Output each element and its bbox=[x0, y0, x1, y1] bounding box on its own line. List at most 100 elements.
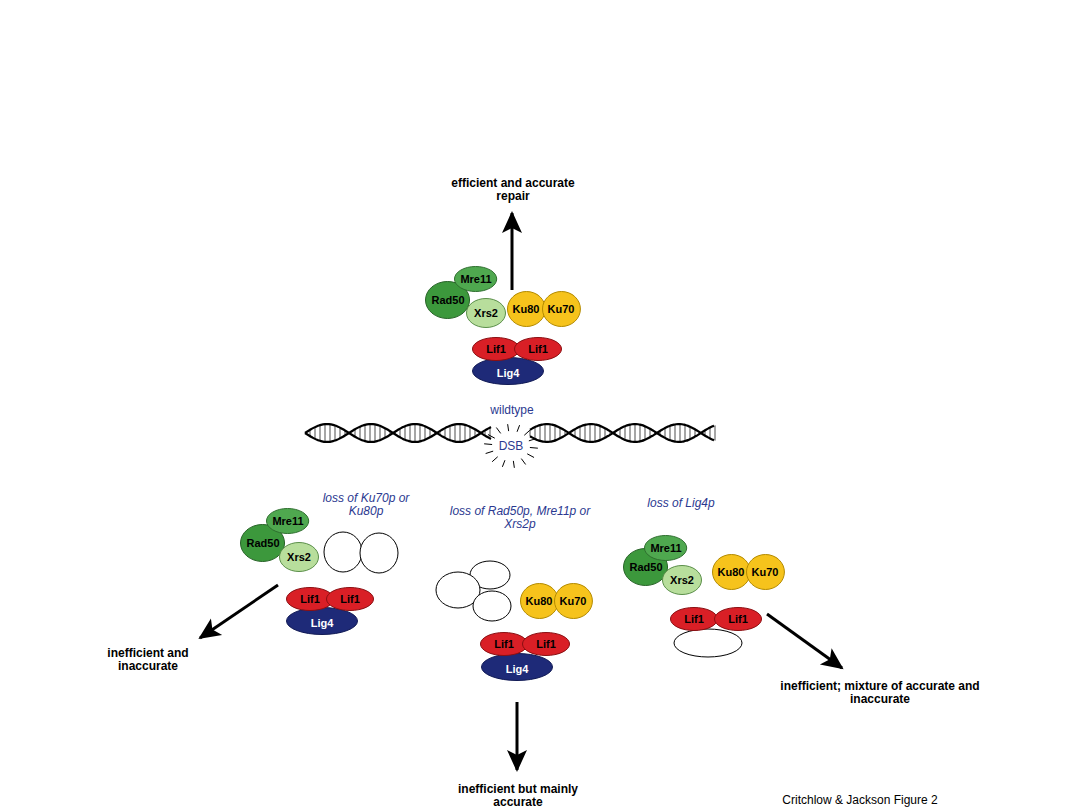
base-pair bbox=[585, 425, 586, 441]
protein-name: Rad50 bbox=[246, 538, 279, 549]
protein-subunit: Lif1 bbox=[670, 607, 718, 631]
protein-name: Lif1 bbox=[300, 594, 320, 605]
protein-subunit: Lif1 bbox=[326, 587, 374, 611]
dna-strand bbox=[530, 424, 714, 442]
base-pair bbox=[595, 424, 596, 441]
protein-name: Lif1 bbox=[494, 639, 514, 650]
base-pair bbox=[410, 425, 411, 442]
protein-subunit: Ku70 bbox=[542, 291, 581, 327]
protein-ellipse bbox=[455, 267, 497, 292]
protein-subunit: Ku80 bbox=[507, 291, 546, 327]
protein-ellipse bbox=[523, 633, 570, 656]
protein-ellipse bbox=[241, 525, 285, 562]
base-pair bbox=[550, 424, 551, 442]
protein-ellipse bbox=[515, 338, 562, 361]
base-pair bbox=[590, 424, 591, 442]
base-pair bbox=[690, 427, 691, 440]
protein-ellipse bbox=[746, 555, 784, 590]
protein-name: Lif1 bbox=[684, 614, 704, 625]
outcome-label: inefficient and inaccurate bbox=[98, 647, 198, 672]
base-pair bbox=[445, 428, 446, 438]
base-pair bbox=[325, 424, 326, 442]
protein-ellipse bbox=[473, 338, 520, 361]
protein-ellipse bbox=[287, 608, 358, 635]
protein-ellipse bbox=[712, 555, 750, 590]
protein-subunit: Lif1 bbox=[714, 607, 762, 631]
burst-ray bbox=[492, 457, 498, 462]
protein-ellipse bbox=[663, 566, 702, 595]
protein-name: Xrs2 bbox=[474, 308, 498, 319]
protein-subunit: Lif1 bbox=[472, 337, 520, 361]
protein-name: Lif1 bbox=[528, 344, 548, 355]
outcome-arrows bbox=[200, 213, 842, 770]
protein-ellipse bbox=[520, 584, 558, 619]
base-pair bbox=[335, 425, 336, 440]
base-pair bbox=[460, 424, 461, 442]
base-pair bbox=[380, 426, 381, 440]
protein-name: Lif1 bbox=[486, 344, 506, 355]
arrow-lig4-loss bbox=[767, 614, 842, 668]
base-pair bbox=[455, 424, 456, 441]
base-pair bbox=[370, 424, 371, 442]
missing-xrs2 bbox=[473, 591, 511, 621]
missing-ku70 bbox=[360, 533, 398, 573]
protein-ellipse bbox=[554, 584, 592, 619]
protein-subunit: Lif1 bbox=[522, 632, 570, 656]
base-pair bbox=[545, 424, 546, 442]
protein-name: Lig4 bbox=[311, 618, 334, 629]
base-pair bbox=[625, 426, 626, 440]
burst-ray bbox=[530, 447, 538, 449]
figure-caption: Critchlow & Jackson Figure 2 bbox=[782, 794, 937, 807]
base-pair bbox=[405, 426, 406, 440]
protein-ellipse bbox=[671, 608, 718, 631]
protein-subunit: Ku80 bbox=[520, 583, 559, 619]
base-pair bbox=[685, 425, 686, 441]
protein-subunit: Mre11 bbox=[266, 508, 309, 534]
protein-name: Ku70 bbox=[752, 567, 779, 578]
protein-ellipse bbox=[715, 608, 762, 631]
base-pair bbox=[715, 425, 716, 440]
protein-name: Ku80 bbox=[526, 596, 553, 607]
arrow-wildtype bbox=[511, 213, 514, 290]
protein-name: Lif1 bbox=[728, 614, 748, 625]
burst-ray bbox=[502, 460, 505, 467]
base-pair bbox=[635, 424, 636, 442]
protein-ellipse bbox=[327, 588, 374, 611]
base-pair bbox=[555, 425, 556, 440]
missing-proteins bbox=[324, 532, 742, 657]
protein-subunit: Ku80 bbox=[712, 554, 751, 590]
protein-subunit: Lif1 bbox=[480, 632, 528, 656]
base-pair bbox=[670, 426, 671, 441]
base-pair bbox=[640, 425, 641, 442]
protein-ellipse bbox=[481, 633, 528, 656]
base-pair bbox=[600, 426, 601, 440]
base-pair bbox=[580, 427, 581, 440]
base-pair bbox=[465, 425, 466, 441]
protein-ellipse bbox=[482, 654, 553, 681]
base-pair bbox=[680, 424, 681, 442]
protein-subunit: Mre11 bbox=[644, 535, 687, 561]
protein-subunit: Xrs2 bbox=[466, 298, 506, 328]
burst-ray bbox=[507, 424, 509, 431]
burst-ray bbox=[517, 425, 520, 432]
protein-name: Lif1 bbox=[340, 594, 360, 605]
protein-name: Xrs2 bbox=[670, 575, 694, 586]
protein-subunit: Lig4 bbox=[481, 653, 553, 681]
base-pair bbox=[665, 428, 666, 438]
base-pair bbox=[375, 424, 376, 441]
protein-name: Ku80 bbox=[718, 567, 745, 578]
base-pair bbox=[490, 428, 491, 439]
base-pair bbox=[315, 427, 316, 439]
protein-name: Ku70 bbox=[548, 304, 575, 315]
dna-label: DSB bbox=[481, 440, 541, 453]
protein-name: Lig4 bbox=[506, 664, 529, 675]
base-pair bbox=[420, 425, 421, 442]
base-pair bbox=[360, 427, 361, 440]
base-pair bbox=[540, 425, 541, 441]
protein-ellipse bbox=[645, 536, 687, 561]
protein-ellipse bbox=[267, 509, 309, 534]
burst-ray bbox=[524, 430, 530, 435]
protein-ellipse bbox=[473, 358, 544, 385]
protein-ellipse bbox=[426, 282, 470, 319]
